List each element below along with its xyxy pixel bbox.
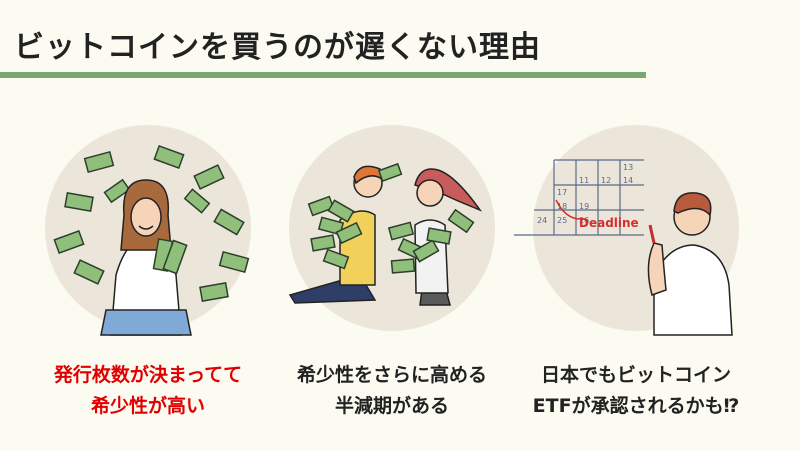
man-with-calendar-illustration: 11 12 13 14 17 18 19 24 25 26 Deadline [514,159,733,336]
calendar-day: 19 [579,202,589,211]
calendar-day: 11 [579,176,589,185]
couple-carrying-money-illustration [288,162,483,306]
title-underline [0,72,646,78]
calendar-day: 17 [557,188,567,197]
reason-caption-3: 日本でもビットコイン ETFが承認されるかも⁉ [532,364,740,417]
calendar-day: 24 [537,216,547,225]
calendar-day: 18 [557,202,567,211]
woman-with-money-illustration [53,145,250,336]
page-title: ビットコインを買うのが遅くない理由 [14,30,541,65]
calendar-day: 14 [623,176,633,185]
calendar-day: 26 [579,216,589,225]
reason-caption-1: 発行枚数が決まってて 希少性が高い [53,364,243,417]
calendar-day: 12 [601,176,611,185]
reason-caption-2: 希少性をさらに高める 半減期がある [296,364,487,417]
calendar-day: 13 [623,163,633,172]
calendar-day: 25 [557,216,567,225]
deadline-label: Deadline [579,216,639,230]
